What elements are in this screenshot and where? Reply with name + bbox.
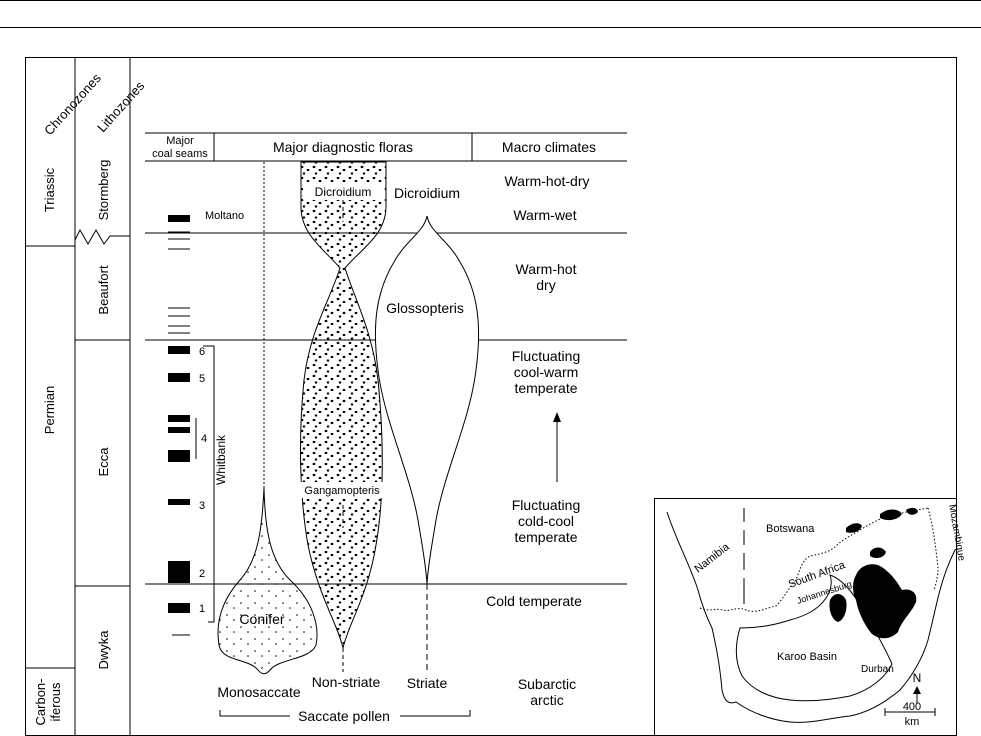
coal-seam-1	[168, 603, 190, 613]
saccate-bracket-left	[219, 710, 290, 717]
gangamopteris-label: Gangamopteris	[304, 485, 380, 497]
climate-cold-temperate: Cold temperate	[486, 593, 582, 609]
coal-field-north	[870, 547, 886, 559]
map-inset	[654, 498, 957, 736]
map-label-scale-value: 400	[903, 701, 921, 713]
dicroidium-outer-label: Dicroidium	[394, 185, 460, 201]
ecca-label: Ecca	[96, 447, 111, 477]
coal-seams	[168, 215, 215, 636]
seam-number-1: 1	[199, 603, 205, 615]
map-label-north: N	[913, 671, 922, 685]
dwyka-label: Dwyka	[96, 630, 111, 670]
table-header	[145, 132, 627, 162]
climate-cool-warm-3: temperate	[514, 380, 577, 396]
striate-label: Striate	[407, 675, 448, 691]
lithozones-heading: Lithozones	[94, 78, 148, 135]
coal-seam-6	[168, 346, 190, 354]
lithozone-column	[74, 58, 131, 736]
seam-number-3: 3	[199, 500, 205, 512]
conifer-label: Conifer	[239, 611, 284, 627]
glossopteris-shape	[374, 215, 480, 585]
chronozones-heading: Chronozones	[41, 70, 104, 138]
climate-cool-warm-1: Fluctuating	[512, 348, 580, 364]
coal-field-botswana-3	[906, 507, 918, 515]
permian-label: Permian	[42, 386, 57, 434]
stormberg-label: Stormberg	[96, 160, 111, 221]
coal-seam-4b	[168, 427, 190, 433]
climate-warm-wet: Warm-wet	[513, 207, 576, 223]
whitbank-label: Whitbank	[214, 434, 228, 485]
coal-field-west	[829, 594, 847, 622]
coal-seams-heading-1: Major	[166, 135, 194, 147]
karoo-basin-outline	[735, 574, 893, 702]
coal-seam-moltano	[168, 215, 190, 222]
coal-seams-heading-2: coal seams	[152, 148, 208, 160]
climate-cool-warm-2: cool-warm	[514, 364, 579, 380]
coal-seam-3	[168, 499, 190, 505]
map-label-scale-unit: km	[905, 716, 920, 728]
floras-heading: Major diagnostic floras	[273, 139, 413, 155]
climate-subarctic-1: Subarctic	[518, 676, 576, 692]
coal-seam-4a	[168, 415, 190, 422]
dicroidium-inner-label: Dicroidium	[315, 185, 372, 199]
chronozone-column	[26, 58, 76, 736]
map-label-durban: Durban	[861, 664, 894, 675]
carboniferous-label-2: iferous	[48, 682, 63, 722]
saccate-bracket-right	[400, 710, 471, 717]
seam-number-6: 6	[199, 346, 205, 358]
coal-seam-5	[168, 373, 190, 382]
seam-number-4: 4	[201, 433, 207, 445]
beaufort-label: Beaufort	[96, 265, 111, 315]
map-label-karoo-basin: Karoo Basin	[777, 651, 837, 663]
conifer-shape	[217, 487, 318, 675]
coastline	[666, 511, 956, 723]
climate-subarctic-2: arctic	[530, 692, 563, 708]
climates-heading: Macro climates	[502, 139, 596, 155]
climate-warm-hot-dry: Warm-hot-dry	[504, 173, 589, 189]
monosaccate-label: Monosaccate	[217, 684, 300, 700]
climate-cold-cool-2: cold-cool	[518, 513, 574, 529]
dicroidium-inner-label-bg	[303, 182, 383, 200]
climate-cold-cool-3: temperate	[514, 529, 577, 545]
climate-warm-hot-2: dry	[536, 277, 555, 293]
map-label-botswana: Botswana	[766, 523, 815, 535]
moltano-label: Moltano	[205, 210, 244, 222]
coal-field-botswana-1	[846, 523, 862, 533]
seam-number-5: 5	[199, 373, 205, 385]
carboniferous-label-1: Carbon-	[33, 679, 48, 726]
coal-seam-2	[168, 561, 190, 583]
climate-trend-arrow	[553, 412, 561, 482]
non-striate-shape	[300, 161, 387, 649]
mozambique-border	[927, 507, 939, 591]
climate-cold-cool-1: Fluctuating	[512, 497, 580, 513]
gangamopteris-label-bg	[296, 482, 388, 498]
non-striate-label: Non-striate	[312, 674, 381, 690]
seam-number-2: 2	[199, 568, 205, 580]
saccate-pollen-label: Saccate pollen	[298, 708, 390, 724]
triassic-label: Triassic	[42, 167, 57, 212]
coal-field-main	[853, 564, 917, 639]
climate-warm-hot-1: Warm-hot	[516, 261, 577, 277]
glossopteris-label: Glossopteris	[386, 300, 464, 316]
coal-seam-4c	[168, 450, 190, 462]
